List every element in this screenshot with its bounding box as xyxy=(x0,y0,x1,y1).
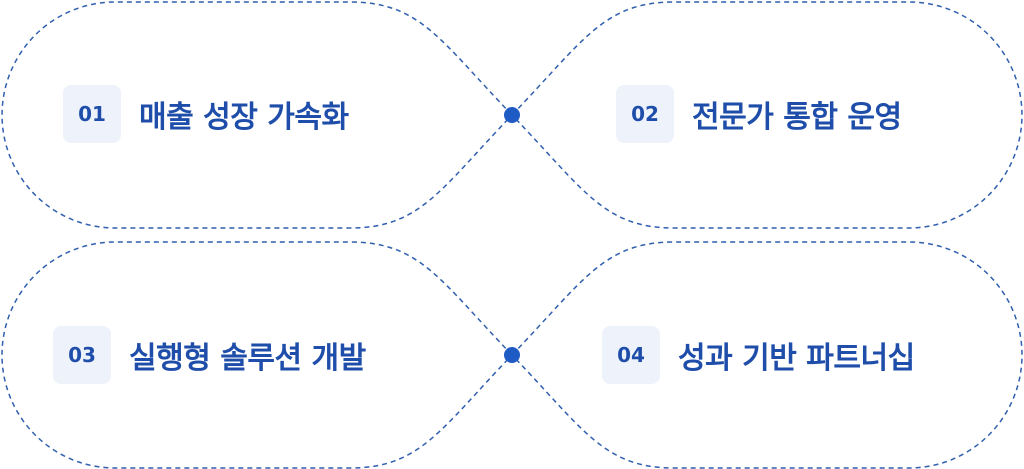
item-label: 전문가 통합 운영 xyxy=(692,100,902,135)
top-right-lobe xyxy=(511,1,1023,229)
item-label: 매출 성장 가속화 xyxy=(139,100,349,135)
item-01: 01 매출 성장 가속화 xyxy=(63,84,349,144)
item-label: 성과 기반 파트너십 xyxy=(678,341,915,376)
item-02: 02 전문가 통합 운영 xyxy=(616,84,902,144)
top-center-dot xyxy=(504,107,520,123)
item-label: 실행형 솔루션 개발 xyxy=(129,341,366,376)
item-number: 02 xyxy=(616,85,674,143)
bottom-left-lobe xyxy=(1,241,513,469)
item-number: 03 xyxy=(53,326,111,384)
item-number: 04 xyxy=(602,326,660,384)
bottom-center-dot xyxy=(504,347,520,363)
item-04: 04 성과 기반 파트너십 xyxy=(602,325,915,385)
item-03: 03 실행형 솔루션 개발 xyxy=(53,325,366,385)
item-number: 01 xyxy=(63,85,121,143)
bottom-right-lobe xyxy=(511,241,1023,469)
top-left-lobe xyxy=(1,1,513,229)
